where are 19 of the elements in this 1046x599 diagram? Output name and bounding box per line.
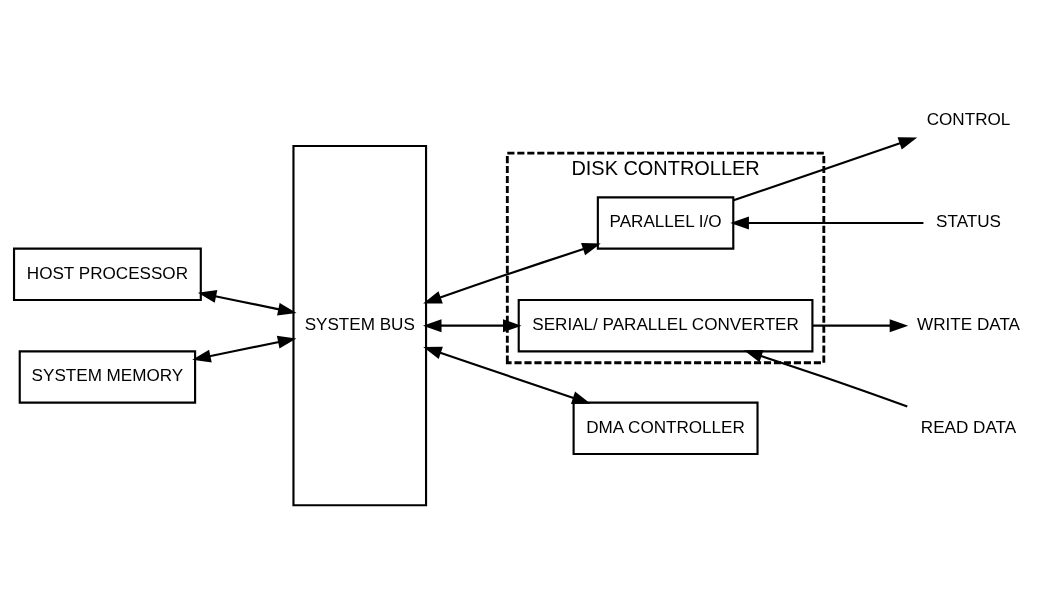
arrow bbox=[812, 318, 909, 332]
node-box: SERIAL/ PARALLEL CONVERTER bbox=[517, 298, 814, 352]
arrow bbox=[423, 242, 601, 304]
node-box: DMA CONTROLLER bbox=[572, 401, 759, 455]
arrow bbox=[423, 346, 591, 404]
node-box: HOST PROCESSOR bbox=[12, 247, 202, 301]
arrow bbox=[743, 349, 908, 407]
node-text: WRITE DATA bbox=[917, 314, 1020, 334]
arrow bbox=[192, 335, 297, 362]
node-text: CONTROL bbox=[926, 109, 1011, 129]
arrow bbox=[730, 216, 924, 229]
node-box: PARALLEL I/O bbox=[596, 195, 735, 250]
node-box: SYSTEM BUS bbox=[292, 144, 428, 506]
node-text: STATUS bbox=[936, 211, 1001, 231]
arrow bbox=[422, 318, 522, 332]
node-box: SYSTEM MEMORY bbox=[18, 349, 197, 404]
arrow bbox=[733, 136, 918, 201]
node-text: READ DATA bbox=[920, 417, 1017, 437]
arrow bbox=[197, 289, 297, 316]
